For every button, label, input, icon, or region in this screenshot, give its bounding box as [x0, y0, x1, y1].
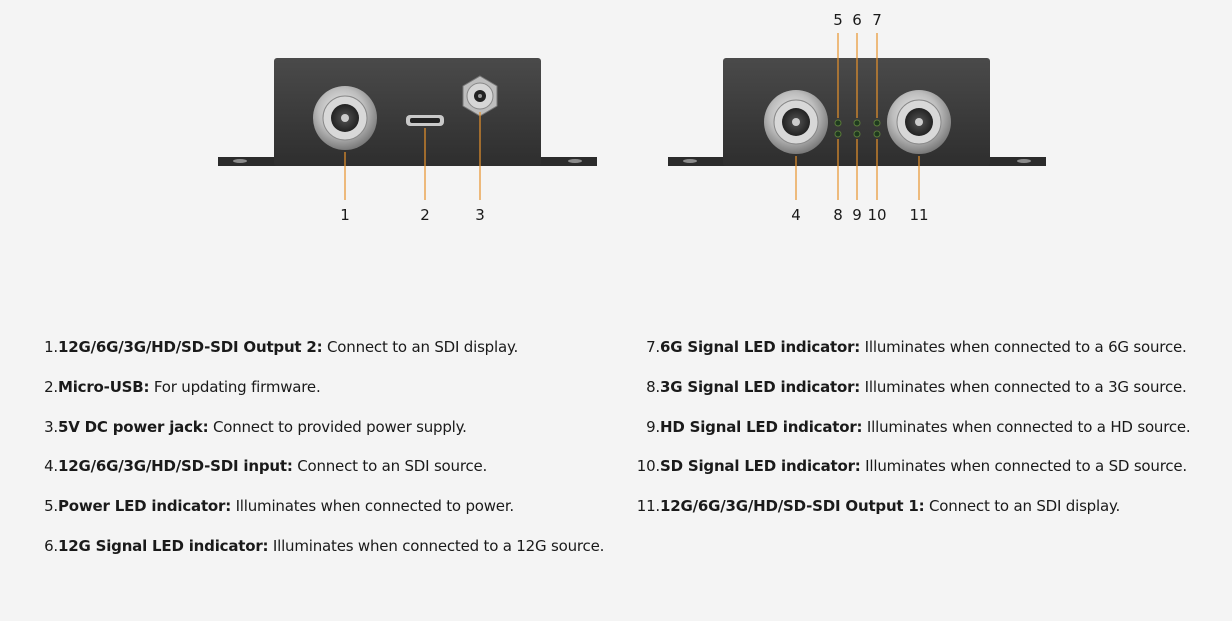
item-label: 3G Signal LED indicator:	[660, 377, 861, 396]
item-text: Connect to provided power supply.	[208, 417, 467, 436]
item-text: For updating firmware.	[149, 377, 321, 396]
callout-7: 7	[872, 11, 882, 29]
item-number: 11.	[636, 497, 660, 516]
list-item: 2.Micro-USB: For updating firmware.	[20, 378, 630, 418]
list-item: 5.Power LED indicator: Illuminates when …	[20, 497, 630, 537]
callout-1: 1	[340, 206, 350, 224]
mounting-hole-icon	[1017, 159, 1031, 163]
bnc-connector-icon	[313, 86, 377, 150]
list-item: 11.12G/6G/3G/HD/SD-SDI Output 1: Connect…	[622, 497, 1222, 537]
list-item: 7.6G Signal LED indicator: Illuminates w…	[622, 338, 1222, 378]
item-text: Connect to an SDI source.	[292, 457, 488, 476]
item-number: 7.	[646, 338, 660, 356]
item-number: 8.	[646, 377, 660, 396]
callout-11: 11	[909, 206, 928, 224]
list-item: 3.5V DC power jack: Connect to provided …	[20, 418, 630, 458]
callout-6: 6	[852, 11, 862, 29]
micro-usb-port-icon	[406, 115, 444, 126]
left-device-panel	[218, 58, 597, 166]
callout-8: 8	[833, 206, 843, 224]
item-text: Illuminates when connected to a 12G sour…	[268, 536, 605, 555]
item-label: SD Signal LED indicator:	[660, 457, 861, 476]
item-number: 2.	[44, 377, 58, 396]
callout-4: 4	[791, 206, 801, 224]
item-text: Illuminates when connected to a SD sourc…	[860, 457, 1187, 476]
callout-2: 2	[420, 206, 430, 224]
callout-5: 5	[833, 11, 843, 29]
item-label: 12G/6G/3G/HD/SD-SDI Output 2:	[58, 338, 323, 356]
description-list-left: 1.12G/6G/3G/HD/SD-SDI Output 2: Connect …	[20, 338, 630, 577]
item-number: 3.	[44, 417, 58, 436]
item-text: Connect to an SDI display.	[924, 497, 1121, 516]
bnc-connector-icon	[887, 90, 951, 154]
mounting-hole-icon	[683, 159, 697, 163]
callout-10: 10	[867, 206, 886, 224]
item-number: 4.	[44, 457, 58, 476]
list-item: 10.SD Signal LED indicator: Illuminates …	[622, 457, 1222, 497]
item-label: Power LED indicator:	[58, 497, 232, 516]
dc-power-jack-icon	[462, 75, 498, 117]
item-text: Illuminates when connected to a HD sourc…	[862, 417, 1191, 436]
leader-lines	[344, 33, 920, 200]
list-item: 8.3G Signal LED indicator: Illuminates w…	[622, 378, 1222, 418]
callout-9: 9	[852, 206, 862, 224]
list-item: 9.HD Signal LED indicator: Illuminates w…	[622, 418, 1222, 458]
item-text: Illuminates when connected to a 3G sourc…	[860, 377, 1187, 396]
list-item: 1.12G/6G/3G/HD/SD-SDI Output 2: Connect …	[20, 338, 630, 378]
item-text: Illuminates when connected to a 6G sourc…	[860, 338, 1187, 356]
description-list-right: 7.6G Signal LED indicator: Illuminates w…	[622, 338, 1222, 537]
item-number: 1.	[44, 338, 58, 356]
mounting-hole-icon	[568, 159, 582, 163]
callout-3: 3	[475, 206, 485, 224]
led-indicator-icon	[834, 119, 881, 138]
item-number: 5.	[44, 497, 58, 516]
item-label: Micro-USB:	[58, 377, 150, 396]
item-number: 10.	[636, 457, 660, 476]
item-number: 9.	[646, 417, 660, 436]
list-item: 4.12G/6G/3G/HD/SD-SDI input: Connect to …	[20, 457, 630, 497]
item-number: 6.	[44, 536, 58, 555]
bnc-connector-icon	[764, 90, 828, 154]
item-label: 5V DC power jack:	[58, 417, 209, 436]
item-label: 6G Signal LED indicator:	[660, 338, 861, 356]
item-label: 12G/6G/3G/HD/SD-SDI Output 1:	[660, 497, 925, 516]
item-label: 12G Signal LED indicator:	[58, 536, 269, 555]
item-text: Illuminates when connected to power.	[231, 497, 515, 516]
list-item: 6.12G Signal LED indicator: Illuminates …	[20, 537, 630, 577]
item-label: 12G/6G/3G/HD/SD-SDI input:	[58, 457, 293, 476]
item-text: Connect to an SDI display.	[322, 338, 519, 356]
mounting-hole-icon	[233, 159, 247, 163]
item-label: HD Signal LED indicator:	[660, 417, 863, 436]
device-diagram: 1 2 3 4 5 6 7 8 9 10 11	[218, 11, 1046, 224]
